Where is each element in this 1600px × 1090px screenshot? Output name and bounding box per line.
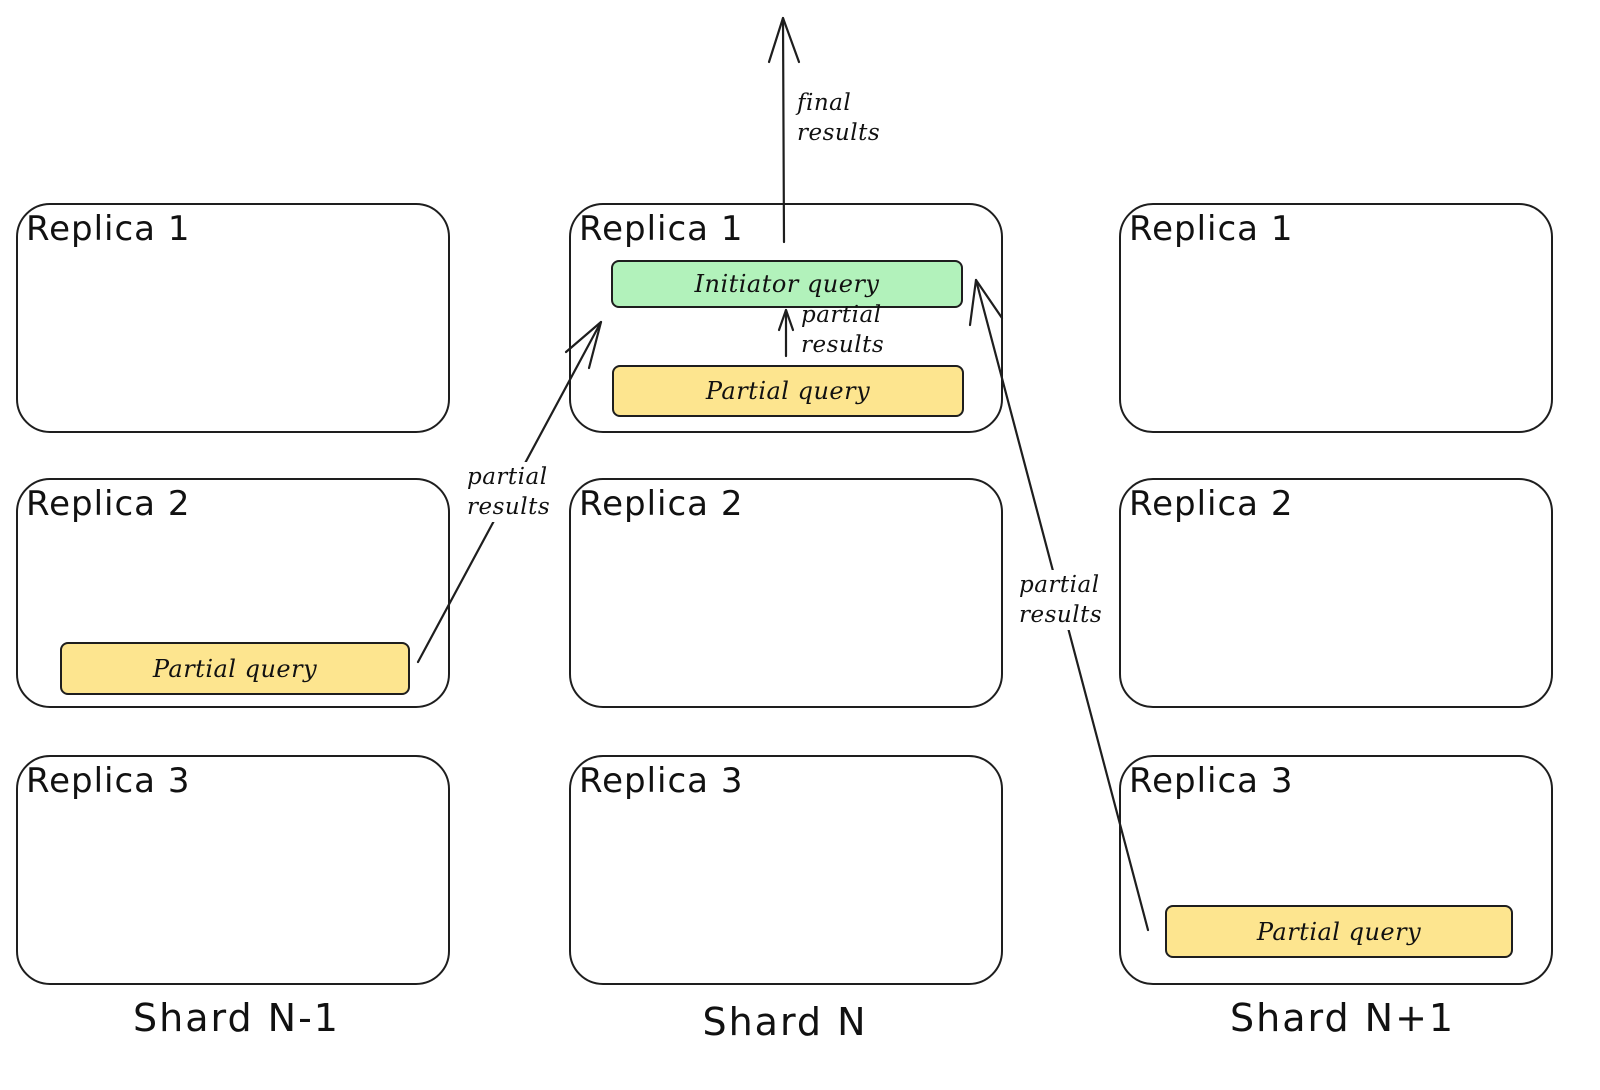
right-partial-label-line1: partial (1019, 572, 1100, 598)
local-partial-label-line1: partial (801, 302, 882, 328)
replica-label: Replica 1 (579, 209, 744, 249)
final-results-arrowhead (767, 16, 801, 64)
right-partial-results-label: partial results (1016, 570, 1106, 630)
shard-n-replica-3: Replica 3 (569, 755, 1003, 985)
replica-label: Replica 3 (26, 761, 191, 801)
shard-n-minus-1-replica-3: Replica 3 (16, 755, 450, 985)
left-partial-results-label: partial results (464, 462, 554, 522)
shard-n-plus-1-replica-1: Replica 1 (1119, 203, 1553, 433)
left-partial-label-line2: results (467, 494, 551, 520)
right-partial-label-line2: results (1019, 602, 1103, 628)
shard-n-label: Shard N (702, 1000, 868, 1044)
partial-query-box: Partial query (1165, 905, 1513, 958)
replica-label: Replica 1 (26, 209, 191, 249)
left-partial-label-line1: partial (467, 464, 548, 490)
shard-n-minus-1-label: Shard N-1 (133, 996, 340, 1040)
replica-label: Replica 1 (1129, 209, 1294, 249)
shard-n-replica-1: Replica 1 Initiator query Partial query (569, 203, 1003, 433)
partial-query-box: Partial query (60, 642, 410, 695)
replica-label: Replica 2 (1129, 484, 1294, 524)
local-partial-label-line2: results (801, 332, 885, 358)
final-results-label-line2: results (797, 120, 881, 146)
shard-n-minus-1-replica-1: Replica 1 (16, 203, 450, 433)
replica-label: Replica 3 (579, 761, 744, 801)
replica-label: Replica 3 (1129, 761, 1294, 801)
replica-label: Replica 2 (26, 484, 191, 524)
shard-n-replica-2: Replica 2 (569, 478, 1003, 708)
partial-query-box: Partial query (612, 365, 964, 417)
shard-n-plus-1-replica-3: Replica 3 Partial query (1119, 755, 1553, 985)
initiator-query-box: Initiator query (611, 260, 963, 308)
shard-n-minus-1-replica-2: Replica 2 Partial query (16, 478, 450, 708)
final-results-label-line1: final (797, 90, 852, 116)
shard-n-plus-1-label: Shard N+1 (1230, 996, 1456, 1040)
local-partial-results-label: partial results (798, 300, 887, 360)
replica-label: Replica 2 (579, 484, 744, 524)
shard-n-plus-1-replica-2: Replica 2 (1119, 478, 1553, 708)
final-results-label: final results (794, 88, 884, 148)
